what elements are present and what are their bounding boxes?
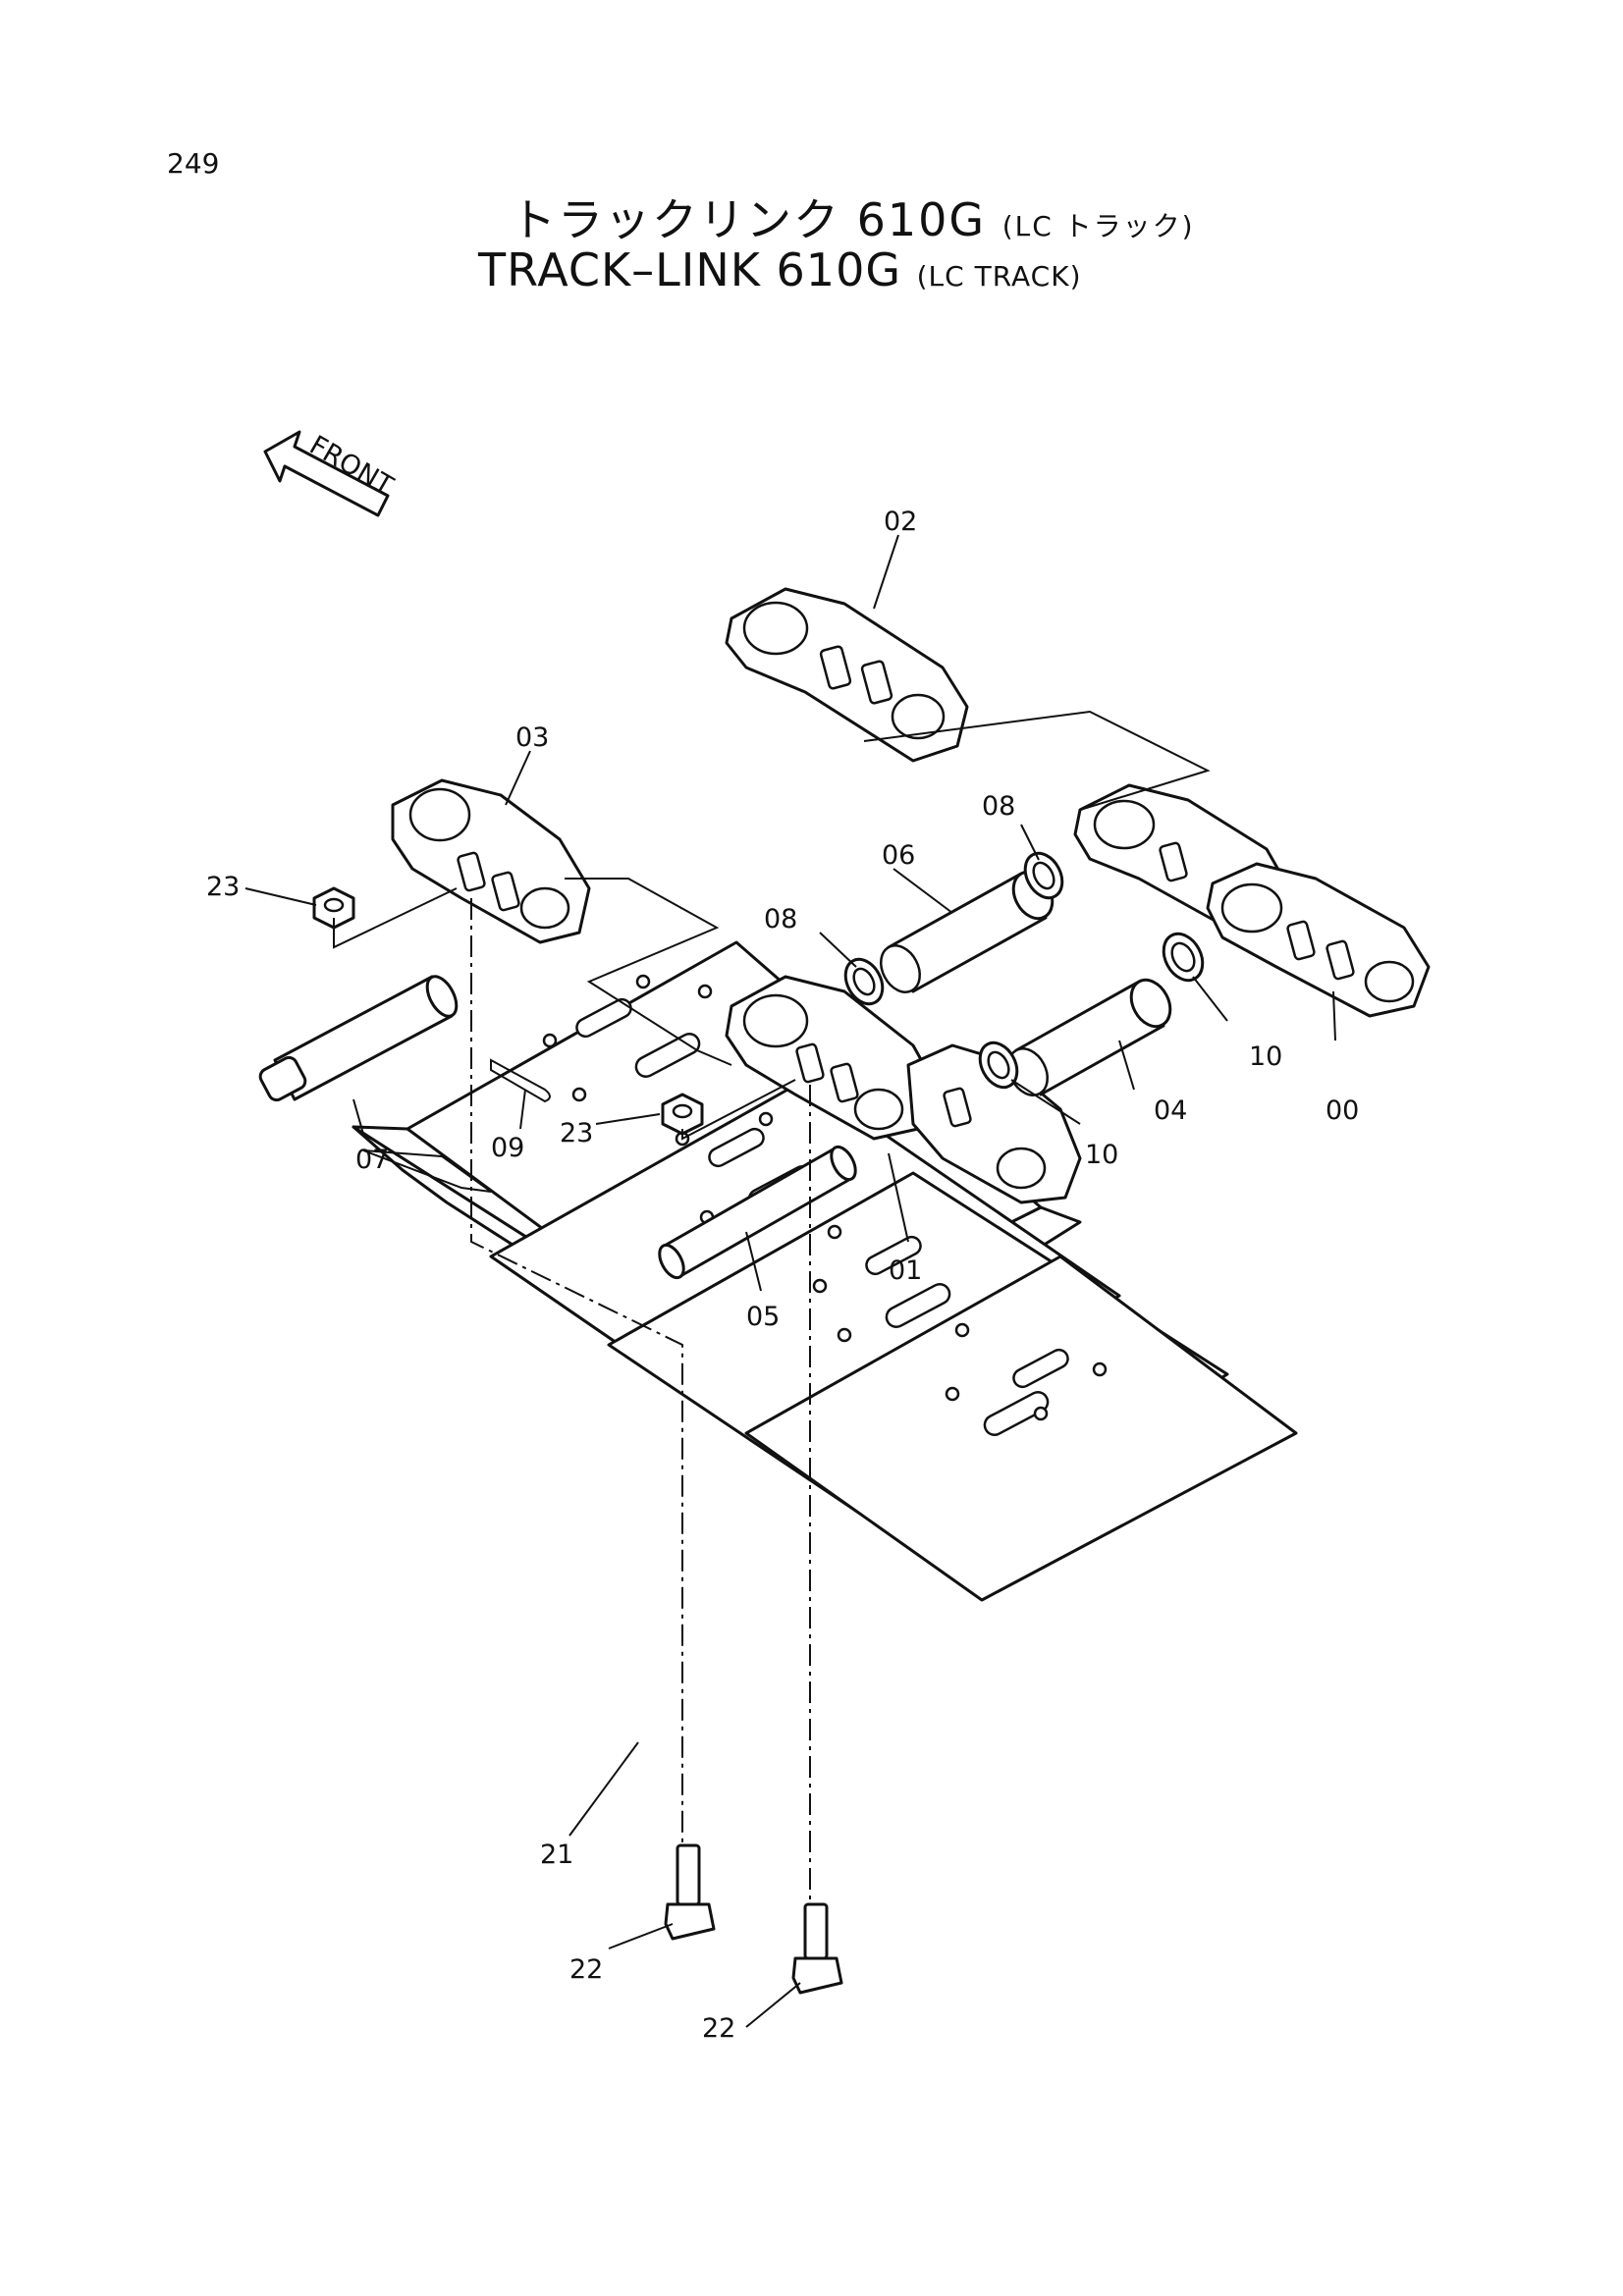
callout-05: 05 — [746, 1302, 780, 1332]
track-link-03 — [391, 778, 591, 944]
callout-22-right: 22 — [702, 2013, 735, 2044]
bushing-04 — [1006, 978, 1172, 1096]
callout-03: 03 — [515, 722, 549, 753]
callout-04: 04 — [1154, 1095, 1187, 1126]
callout-22-left: 22 — [569, 1954, 603, 1985]
title-japanese: トラックリンク 610G (LC トラック) — [511, 185, 1195, 249]
title-en-main: TRACK–LINK 610G — [478, 243, 901, 296]
title-jp-main: トラックリンク 610G — [511, 193, 987, 246]
callout-07: 07 — [355, 1145, 389, 1175]
front-arrow-icon: FRONT — [263, 430, 399, 517]
callout-10-center: 10 — [1085, 1140, 1118, 1170]
track-link-02 — [725, 587, 969, 763]
callout-23-upper: 23 — [206, 872, 240, 902]
track-shoe-assembly — [352, 940, 1298, 1602]
title-jp-suffix: (LC トラック) — [1001, 210, 1195, 242]
callout-08-lower: 08 — [764, 904, 797, 934]
seal-08-upper — [1023, 851, 1064, 900]
assembly-line-left — [470, 898, 683, 1845]
nut-23-upper — [312, 886, 355, 930]
callout-08-upper: 08 — [982, 791, 1015, 822]
callout-23-lower: 23 — [560, 1118, 593, 1148]
nut-23-lower — [661, 1093, 704, 1136]
callout-10-right: 10 — [1249, 1041, 1282, 1072]
guide-line-02 — [863, 710, 1211, 811]
seal-10-center — [978, 1041, 1019, 1090]
title-en-suffix: (LC TRACK) — [916, 260, 1082, 293]
bolt-22-left — [664, 1843, 716, 1941]
seal-10-right — [1162, 932, 1205, 983]
callout-06: 06 — [882, 840, 915, 871]
callout-02: 02 — [884, 507, 917, 537]
cotter-pin-09 — [490, 1058, 551, 1103]
pin-05 — [658, 1145, 857, 1280]
guide-line-23b — [681, 1079, 796, 1141]
guide-line-03 — [565, 878, 732, 1066]
track-link-00 — [1073, 783, 1431, 1018]
callout-21: 21 — [540, 1840, 573, 1870]
callout-00: 00 — [1325, 1095, 1359, 1126]
seal-08-lower — [843, 957, 885, 1006]
master-pin-07 — [258, 975, 459, 1102]
page-number: 249 — [167, 147, 220, 180]
callout-09: 09 — [491, 1133, 524, 1163]
bolt-22-right — [791, 1902, 843, 1995]
callout-01: 01 — [889, 1255, 922, 1286]
track-link-01 — [725, 975, 1082, 1204]
guide-line-23a — [333, 887, 458, 949]
title-english: TRACK–LINK 610G (LC TRACK) — [478, 243, 1082, 296]
